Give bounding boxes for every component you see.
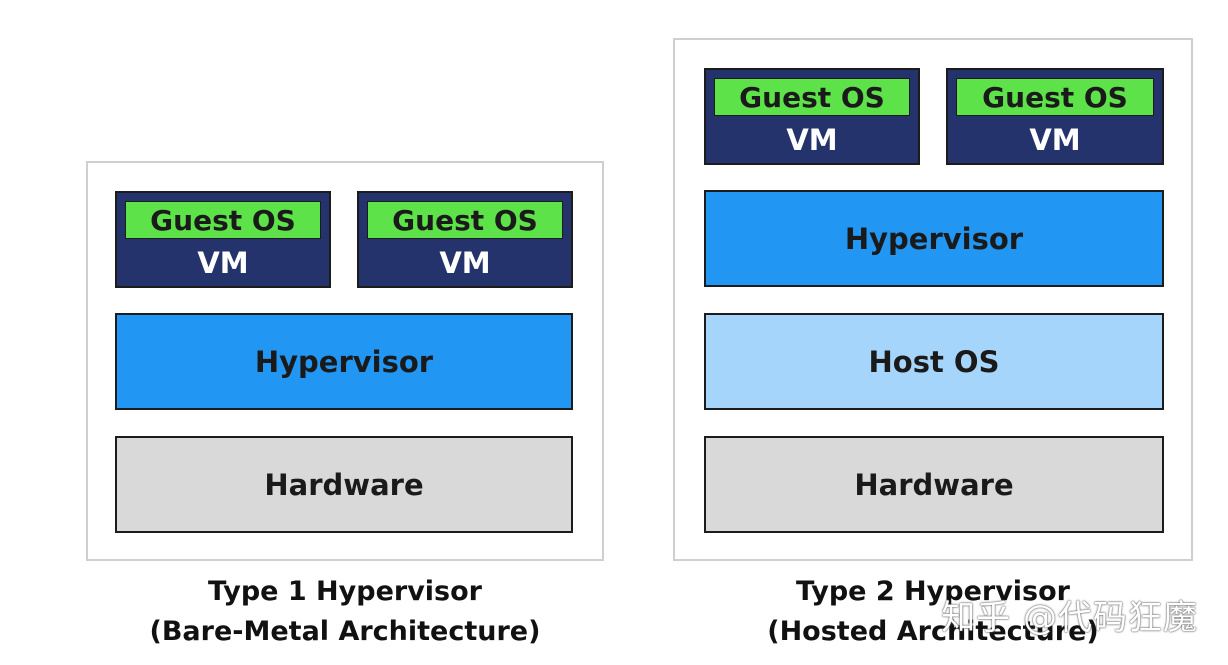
type2-vm-label-2: VM: [1029, 123, 1081, 157]
type1-caption: Type 1 Hypervisor (Bare-Metal Architectu…: [86, 572, 604, 652]
type2-vm-label-1: VM: [786, 123, 838, 157]
type2-hardware-layer: Hardware: [704, 436, 1164, 533]
type2-vm-2: Guest OS VM: [946, 68, 1164, 165]
type2-vm-1: Guest OS VM: [704, 68, 920, 165]
type2-host-os-layer: Host OS: [704, 313, 1164, 410]
type1-diagram-panel: Guest OS VM Guest OS VM Hypervisor Hardw…: [86, 161, 604, 561]
type2-diagram-panel: Guest OS VM Guest OS VM Hypervisor Host …: [673, 38, 1193, 561]
zhihu-watermark: 知乎 @代码狂魔: [941, 598, 1198, 638]
type1-vm-label-1: VM: [197, 246, 249, 280]
type1-vm-2: Guest OS VM: [357, 191, 573, 288]
type1-caption-subtitle: (Bare-Metal Architecture): [149, 616, 541, 647]
type1-vm-1: Guest OS VM: [115, 191, 331, 288]
type1-hardware-layer: Hardware: [115, 436, 573, 533]
type1-hypervisor-layer: Hypervisor: [115, 313, 573, 410]
type2-guest-os-2: Guest OS: [956, 78, 1154, 116]
type2-caption-title: Type 2 Hypervisor: [796, 576, 1070, 607]
type1-guest-os-1: Guest OS: [125, 201, 321, 239]
type1-caption-title: Type 1 Hypervisor: [208, 576, 482, 607]
type2-hypervisor-layer: Hypervisor: [704, 190, 1164, 287]
type2-caption: Type 2 Hypervisor (Hosted Architecture): [673, 572, 1193, 652]
type2-caption-subtitle: (Hosted Architecture): [767, 616, 1099, 647]
type1-guest-os-2: Guest OS: [367, 201, 563, 239]
type1-vm-label-2: VM: [439, 246, 491, 280]
type2-guest-os-1: Guest OS: [714, 78, 910, 116]
